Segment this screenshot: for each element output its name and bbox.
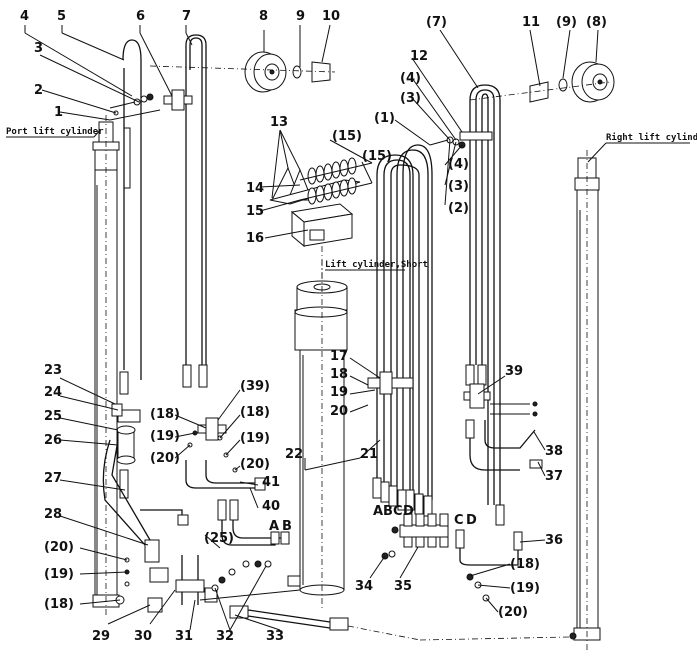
callout-A-left: A — [269, 519, 279, 534]
callout-17: 17 — [330, 349, 348, 364]
callout-35: 35 — [394, 579, 412, 594]
callout-9: 9 — [296, 9, 305, 24]
pulley-left-8 — [149, 51, 336, 93]
callout-8: 8 — [259, 9, 268, 24]
callout-30: 30 — [134, 629, 152, 644]
callout-20-ref-d: (20) — [498, 605, 528, 620]
callout-16: 16 — [246, 231, 264, 246]
callout-C-center: C — [393, 504, 403, 519]
callout-38: 38 — [545, 444, 563, 459]
pulley-right-8 — [469, 61, 615, 103]
callout-10: 10 — [322, 9, 340, 24]
callout-4-ref-b: (4) — [448, 157, 469, 172]
callout-25-ref: (25) — [204, 531, 234, 546]
bracket-assembly — [269, 157, 373, 280]
callout-32: 32 — [216, 629, 234, 644]
callout-15-ref-b: (15) — [362, 149, 392, 164]
callout-8-ref: (8) — [586, 15, 607, 30]
callout-D-center: D — [403, 504, 414, 519]
right-cylinder-caption: Right lift cylinder — [606, 132, 697, 143]
hose-bundle-center — [367, 144, 433, 517]
port-lift-cylinder — [92, 115, 131, 615]
callout-1-ref: (1) — [374, 111, 395, 126]
callout-37: 37 — [545, 469, 563, 484]
callout-39: 39 — [505, 364, 523, 379]
callout-6: 6 — [136, 9, 145, 24]
short-cylinder-caption: Lift cylinder,Short — [325, 259, 428, 270]
callout-D-right: D — [466, 513, 477, 528]
callout-C-right: C — [454, 513, 464, 528]
callout-25: 25 — [44, 409, 62, 424]
callout-7-ref: (7) — [426, 15, 447, 30]
callout-20-ref-c: (20) — [150, 451, 180, 466]
callout-20-ref-b: (20) — [240, 457, 270, 472]
callout-26: 26 — [44, 433, 62, 448]
callout-7: 7 — [182, 9, 191, 24]
callout-9-ref: (9) — [556, 15, 577, 30]
callout-22: 22 — [285, 447, 303, 462]
callout-31: 31 — [175, 629, 193, 644]
callout-29: 29 — [92, 629, 110, 644]
callout-19: 19 — [330, 385, 348, 400]
short-lift-cylinder — [287, 260, 348, 610]
callout-23: 23 — [44, 363, 62, 378]
callout-B-left: B — [282, 519, 292, 534]
callout-B-center: B — [383, 504, 393, 519]
callout-20: 20 — [330, 404, 348, 419]
callout-15: 15 — [246, 204, 264, 219]
callout-3: 3 — [34, 41, 43, 56]
callout-18: 18 — [330, 367, 348, 382]
callout-11: 11 — [522, 15, 540, 30]
callout-5: 5 — [57, 9, 66, 24]
callout-18-ref-c: (18) — [150, 407, 180, 422]
callout-40: 40 — [262, 499, 280, 514]
callout-41: 41 — [262, 475, 280, 490]
callout-36: 36 — [545, 533, 563, 548]
right-lower-tubes — [455, 383, 543, 602]
callout-3-ref-a: (3) — [400, 91, 421, 106]
callout-12: 12 — [410, 49, 428, 64]
callout-14: 14 — [246, 181, 264, 196]
callout-18-ref-a: (18) — [44, 597, 74, 612]
callout-39-ref: (39) — [240, 379, 270, 394]
callout-4: 4 — [20, 9, 29, 24]
callout-1: 1 — [54, 105, 63, 120]
mid-left-tubes — [185, 417, 290, 592]
callout-21: 21 — [360, 447, 378, 462]
callout-28: 28 — [44, 507, 62, 522]
callout-3-ref-b: (3) — [448, 179, 469, 194]
callout-19-ref-a: (19) — [44, 567, 74, 582]
callout-19-ref-b: (19) — [240, 431, 270, 446]
callout-4-ref-a: (4) — [400, 71, 421, 86]
callout-2: 2 — [34, 83, 43, 98]
callout-20-ref-a: (20) — [44, 540, 74, 555]
callout-19-ref-c: (19) — [150, 429, 180, 444]
callout-18-ref-d: (18) — [510, 557, 540, 572]
right-lift-cylinder — [569, 150, 601, 650]
callout-18-ref-b: (18) — [240, 405, 270, 420]
callout-19-ref-d: (19) — [510, 581, 540, 596]
callout-13: 13 — [270, 115, 288, 130]
callout-A-center: A — [373, 504, 383, 519]
port-cylinder-caption: Port lift cylinder — [6, 126, 104, 137]
hose-bundle-left — [119, 34, 208, 395]
callout-2-ref: (2) — [448, 201, 469, 216]
callout-34: 34 — [355, 579, 373, 594]
callout-27: 27 — [44, 471, 62, 486]
bolts-1-4 — [109, 93, 161, 121]
callout-15-ref-a: (15) — [332, 129, 362, 144]
callout-24: 24 — [44, 385, 62, 400]
leader-lines — [24, 24, 599, 631]
hose-bundle-right — [459, 84, 505, 526]
manifold-35 — [381, 513, 449, 560]
callout-33: 33 — [266, 629, 284, 644]
callouts: 4 5 6 7 8 9 10 3 2 1 (7) 11 (9) (8) 12 (… — [20, 9, 607, 644]
